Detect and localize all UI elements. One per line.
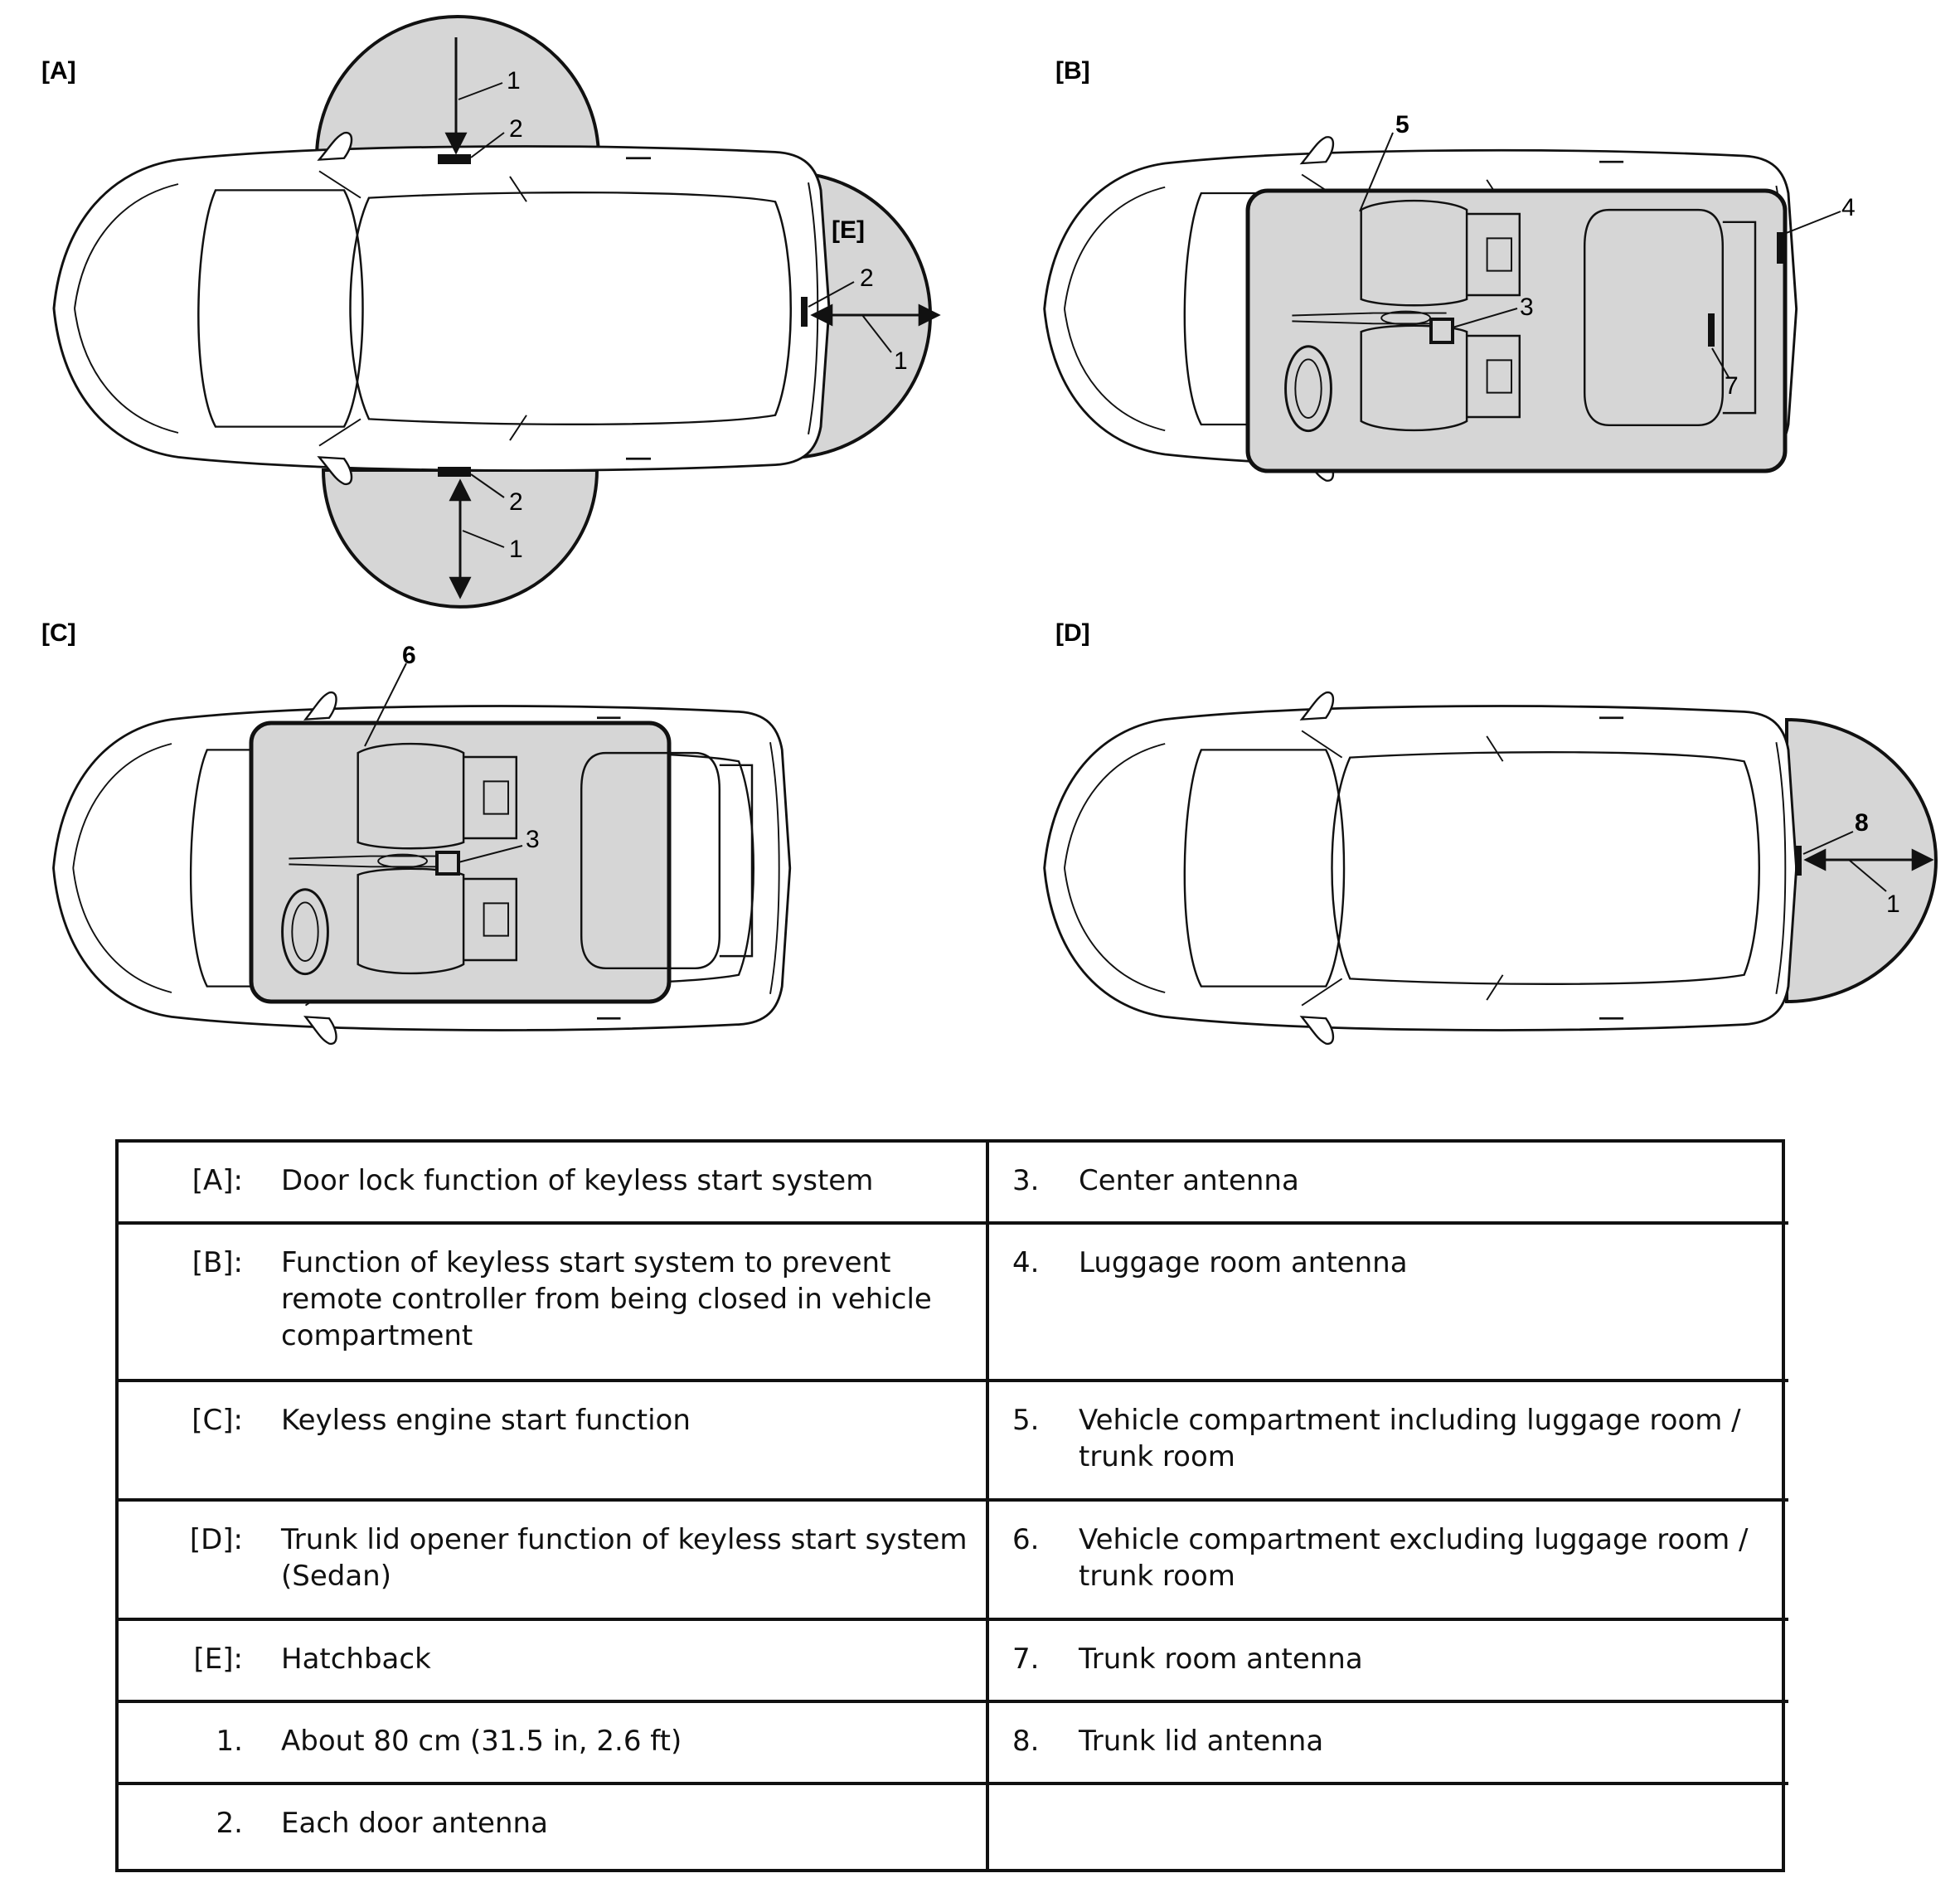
legend-row: 5. Vehicle compartment including luggage … (989, 1382, 1788, 1502)
legend-key: [E]: (193, 1643, 243, 1676)
legend-key: 1. (216, 1725, 243, 1758)
callout-1: 1 (509, 536, 523, 563)
legend-text: About 80 cm (31.5 in, 2.6 ft) (281, 1725, 682, 1758)
legend-text: Door lock function of keyless start syst… (281, 1164, 874, 1197)
legend-text: Hatchback (281, 1643, 431, 1676)
legend-text: Luggage room antenna (1079, 1246, 1408, 1279)
legend-key: 2. (216, 1807, 243, 1840)
callout-2: 2 (509, 115, 523, 143)
legend-key: 4. (1012, 1246, 1040, 1279)
legend-text: Each door antenna (281, 1807, 548, 1840)
legend-row: [D]: Trunk lid opener function of keyless… (119, 1502, 989, 1621)
trunk-room-antenna (1708, 313, 1715, 347)
legend-key: 6. (1012, 1523, 1040, 1556)
legend-text: Vehicle compartment excluding luggage ro… (1079, 1523, 1749, 1593)
callout-3: 3 (526, 826, 540, 853)
callout-1: 1 (894, 347, 908, 375)
legend-row: [C]: Keyless engine start function (119, 1382, 989, 1502)
legend-text: Function of keyless start system to prev… (281, 1246, 932, 1352)
panel-label: [D] (1055, 619, 1090, 647)
legend-row: 2. Each door antenna (119, 1785, 989, 1869)
callout-e: [E] (832, 216, 865, 244)
compartment-zone-incl-luggage (1245, 188, 1788, 473)
legend-row: 4. Luggage room antenna (989, 1225, 1788, 1382)
legend-key: 8. (1012, 1725, 1040, 1758)
panel-b: [B] 5 4 3 7 (1043, 57, 1856, 483)
legend-key: [A]: (192, 1164, 243, 1197)
callout-2: 2 (860, 264, 874, 292)
legend-row (989, 1785, 1788, 1869)
callout-3: 3 (1520, 294, 1534, 321)
legend-row: [E]: Hatchback (119, 1621, 989, 1703)
callout-8: 8 (1855, 809, 1869, 837)
legend-text: Trunk room antenna (1079, 1643, 1363, 1676)
callout-5: 5 (1395, 111, 1409, 138)
door-antenna-top (438, 154, 471, 164)
legend-row: 6. Vehicle compartment excluding luggage … (989, 1502, 1788, 1621)
keyless-system-diagram: [A] 1 2 2 1 [E] 2 1 [B] 5 4 3 7 [C] 6 3 (41, 15, 1938, 1046)
legend-text: Center antenna (1079, 1164, 1299, 1197)
legend-row: 7. Trunk room antenna (989, 1621, 1788, 1703)
legend-row: 3. Center antenna (989, 1143, 1788, 1225)
legend-text: Trunk lid opener function of keyless sta… (281, 1523, 968, 1593)
legend-table: [A]: Door lock function of keyless start … (115, 1139, 1788, 1872)
legend-text: Keyless engine start function (281, 1404, 691, 1437)
back-door-antenna (801, 297, 808, 327)
panel-label: [A] (41, 57, 76, 85)
callout-4: 4 (1841, 194, 1856, 221)
callout-1: 1 (1886, 890, 1900, 918)
callout-6: 6 (402, 642, 416, 669)
legend-key: 3. (1012, 1164, 1040, 1197)
panel-label: [C] (41, 619, 76, 647)
legend-text: Trunk lid antenna (1079, 1725, 1324, 1758)
legend-row: 1. About 80 cm (31.5 in, 2.6 ft) (119, 1703, 989, 1785)
panel-d: [D] 8 1 (1043, 619, 1938, 1046)
legend-key: [B]: (192, 1246, 243, 1279)
door-antenna-bottom (438, 467, 471, 477)
luggage-room-antenna (1777, 232, 1783, 264)
legend-text: Vehicle compartment including luggage ro… (1079, 1404, 1741, 1473)
legend-key: [C]: (192, 1404, 243, 1437)
callout-1: 1 (507, 67, 521, 95)
legend-key: 5. (1012, 1404, 1040, 1437)
legend-row: 8. Trunk lid antenna (989, 1703, 1788, 1785)
panel-label: [B] (1055, 57, 1090, 85)
callout-2: 2 (509, 488, 523, 516)
trunk-lid-antenna (1795, 846, 1802, 876)
door-zone-top (314, 15, 601, 159)
legend-key: [D]: (189, 1523, 243, 1556)
center-antenna (435, 851, 460, 876)
panel-c: [C] 6 3 (41, 619, 792, 1046)
callout-7: 7 (1725, 372, 1739, 400)
legend-row: [B]: Function of keyless start system to … (119, 1225, 989, 1382)
panel-a: [A] 1 2 2 1 [E] 2 1 (41, 15, 941, 609)
legend-key: 7. (1012, 1643, 1040, 1676)
legend-row: [A]: Door lock function of keyless start … (119, 1143, 989, 1225)
center-antenna (1429, 318, 1454, 344)
